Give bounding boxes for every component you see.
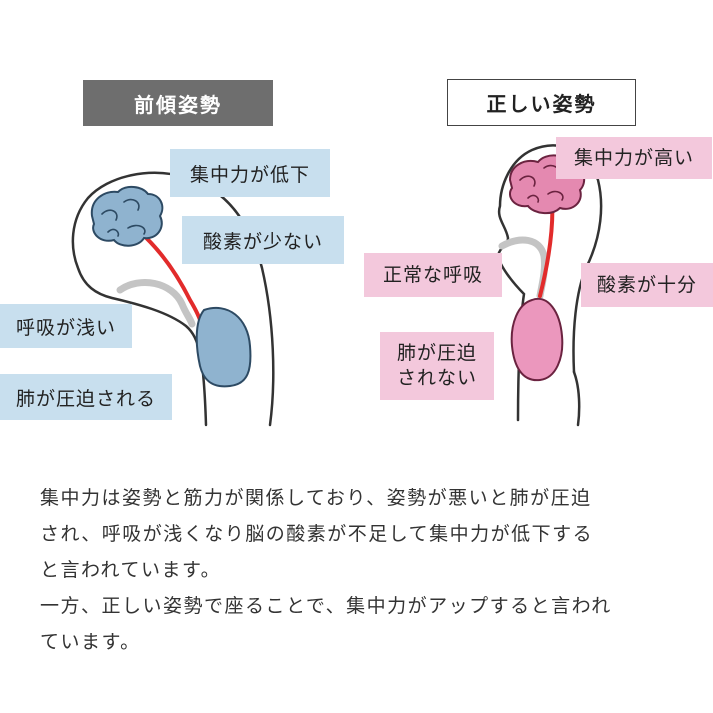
upright-posture-figure bbox=[496, 144, 603, 427]
description-text: 集中力は姿勢と筋力が関係しており、姿勢が悪いと肺が圧迫 され、呼吸が浅くなり脳の… bbox=[40, 480, 680, 660]
forward-airway bbox=[116, 279, 196, 328]
upright-head-outline bbox=[496, 144, 603, 422]
upright-airway bbox=[498, 236, 548, 300]
description-line: 集中力は姿勢と筋力が関係しており、姿勢が悪いと肺が圧迫 bbox=[40, 487, 592, 509]
label-shallow-breathing: 呼吸が浅い bbox=[0, 304, 132, 348]
upright-back-outline bbox=[572, 370, 581, 427]
forward-body-outline bbox=[71, 171, 275, 427]
title-forward-posture: 前傾姿勢 bbox=[83, 80, 273, 126]
upright-lung bbox=[510, 297, 564, 382]
description-line: され、呼吸が浅くなり脳の酸素が不足して集中力が低下する bbox=[40, 523, 594, 545]
label-enough-oxygen: 酸素が十分 bbox=[581, 263, 713, 307]
label-lung-not-compressed-line1: 肺が圧迫 bbox=[396, 342, 477, 365]
label-lung-compressed: 肺が圧迫される bbox=[0, 374, 172, 420]
label-focus-decrease: 集中力が低下 bbox=[170, 149, 330, 197]
forward-brain bbox=[90, 186, 164, 247]
description-line: と言われています。 bbox=[40, 559, 222, 581]
description-line: 一方、正しい姿勢で座ることで、集中力がアップすると言われ bbox=[40, 595, 612, 617]
forward-posture-figure bbox=[71, 171, 275, 427]
label-normal-breathing: 正常な呼吸 bbox=[364, 253, 502, 297]
forward-lung bbox=[195, 307, 252, 388]
label-low-oxygen: 酸素が少ない bbox=[182, 216, 344, 264]
title-correct-posture: 正しい姿勢 bbox=[447, 79, 636, 126]
label-lung-not-compressed-line2: されない bbox=[396, 367, 477, 389]
label-focus-high: 集中力が高い bbox=[556, 137, 712, 179]
label-lung-not-compressed: 肺が圧迫 されない bbox=[380, 332, 494, 400]
description-line: ています。 bbox=[40, 631, 141, 653]
